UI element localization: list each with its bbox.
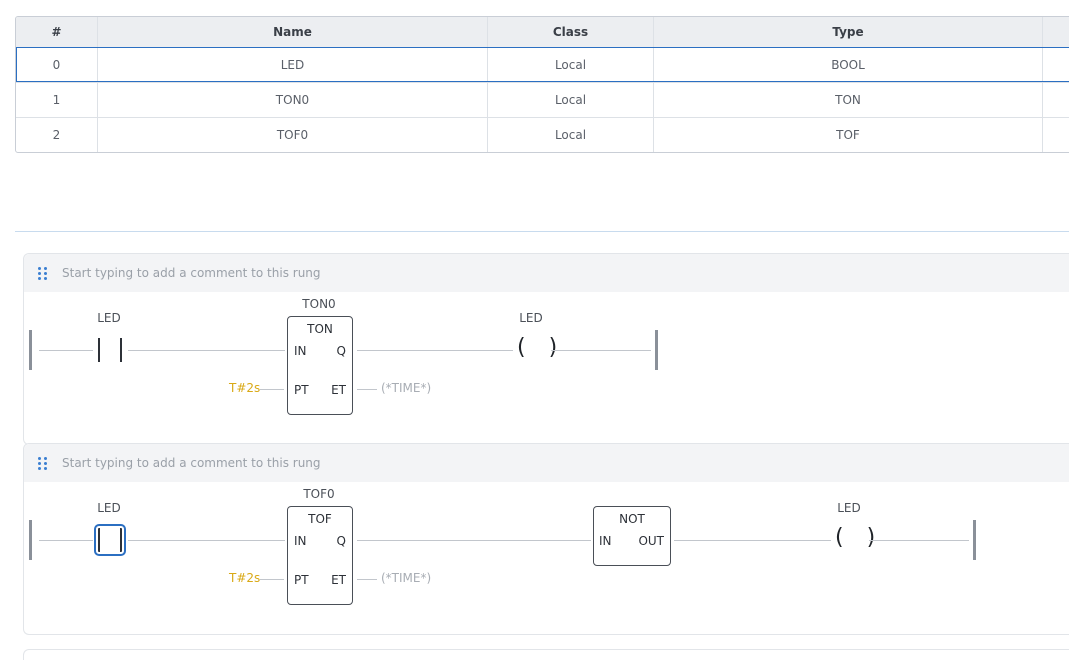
row-class[interactable]: Local [488,83,654,117]
block-type-label: TOF [308,512,332,526]
column-header-name[interactable]: Name [98,17,488,47]
pin-et: ET [331,383,346,397]
contact-label: LED [97,311,121,325]
not-block[interactable]: NOT IN OUT [593,506,671,566]
contact-element-selected[interactable] [94,524,126,556]
block-type-label: TON [307,322,333,336]
pin-in: IN [599,534,612,548]
row-extra [1043,48,1069,82]
wire [357,350,513,351]
row-extra [1043,118,1069,152]
right-power-rail [655,330,658,370]
block-instance-label: TOF0 [303,487,335,501]
row-class[interactable]: Local [488,118,654,152]
column-header-class[interactable]: Class [488,17,654,47]
wire [128,540,285,541]
et-value[interactable]: (*TIME*) [381,571,432,585]
block-instance-label: TON0 [302,297,336,311]
pin-q: Q [336,534,346,548]
pt-value[interactable]: T#2s [229,571,261,585]
rung-3-partial [23,649,1069,660]
table-header-row: # Name Class Type [16,17,1069,47]
row-type[interactable]: TOF [654,118,1043,152]
pin-et: ET [331,573,346,587]
row-name[interactable]: LED [98,48,488,82]
row-class[interactable]: Local [488,48,654,82]
contact-label: LED [97,501,121,515]
pin-in: IN [294,534,307,548]
row-number: 2 [16,118,98,152]
wire [869,540,969,541]
column-header-extra [1043,17,1069,47]
coil-element[interactable]: ( ) [835,525,884,550]
left-power-rail [29,520,32,560]
pin-pt: PT [294,573,309,587]
wire [551,350,651,351]
wire [39,350,93,351]
pin-in: IN [294,344,307,358]
contact-element[interactable] [98,338,122,362]
section-divider [15,231,1069,232]
rung-comment-input[interactable]: Start typing to add a comment to this ru… [62,266,321,280]
wire [260,389,284,390]
column-header-number[interactable]: # [16,17,98,47]
row-name[interactable]: TOF0 [98,118,488,152]
rung-comment-bar: Start typing to add a comment to this ru… [24,444,1069,482]
table-row[interactable]: 2 TOF0 Local TOF [16,117,1069,152]
wire [357,389,377,390]
rung-body: LED TON0 TON IN Q PT ET T#2s (*TIME*) LE… [24,292,1069,444]
table-row[interactable]: 1 TON0 Local TON [16,82,1069,117]
ton-block[interactable]: TON IN Q PT ET [287,316,353,415]
rung-1: Start typing to add a comment to this ru… [23,253,1069,445]
pin-out: OUT [638,534,664,548]
wire [128,350,285,351]
right-power-rail [973,520,976,560]
drag-handle-icon[interactable] [38,266,48,280]
column-header-type[interactable]: Type [654,17,1043,47]
rung-body: LED TOF0 TOF IN Q PT ET T#2s (*TIME*) NO… [24,482,1069,634]
coil-label: LED [519,311,543,325]
left-power-rail [29,330,32,370]
row-type[interactable]: BOOL [654,48,1043,82]
wire [260,579,284,580]
wire [357,579,377,580]
pt-value[interactable]: T#2s [229,381,261,395]
wire [39,540,93,541]
tof-block[interactable]: TOF IN Q PT ET [287,506,353,605]
coil-element[interactable]: ( ) [517,335,566,360]
block-type-label: NOT [619,512,645,526]
variables-table: # Name Class Type 0 LED Local BOOL 1 TON… [15,16,1069,153]
wire [674,540,831,541]
coil-label: LED [837,501,861,515]
wire [357,540,591,541]
et-value[interactable]: (*TIME*) [381,381,432,395]
drag-handle-icon[interactable] [38,456,48,470]
row-name[interactable]: TON0 [98,83,488,117]
row-type[interactable]: TON [654,83,1043,117]
row-number: 0 [16,48,98,82]
rung-2: Start typing to add a comment to this ru… [23,443,1069,635]
pin-pt: PT [294,383,309,397]
rung-comment-bar: Start typing to add a comment to this ru… [24,254,1069,292]
pin-q: Q [336,344,346,358]
rung-comment-input[interactable]: Start typing to add a comment to this ru… [62,456,321,470]
row-number: 1 [16,83,98,117]
table-row[interactable]: 0 LED Local BOOL [16,47,1069,82]
row-extra [1043,83,1069,117]
